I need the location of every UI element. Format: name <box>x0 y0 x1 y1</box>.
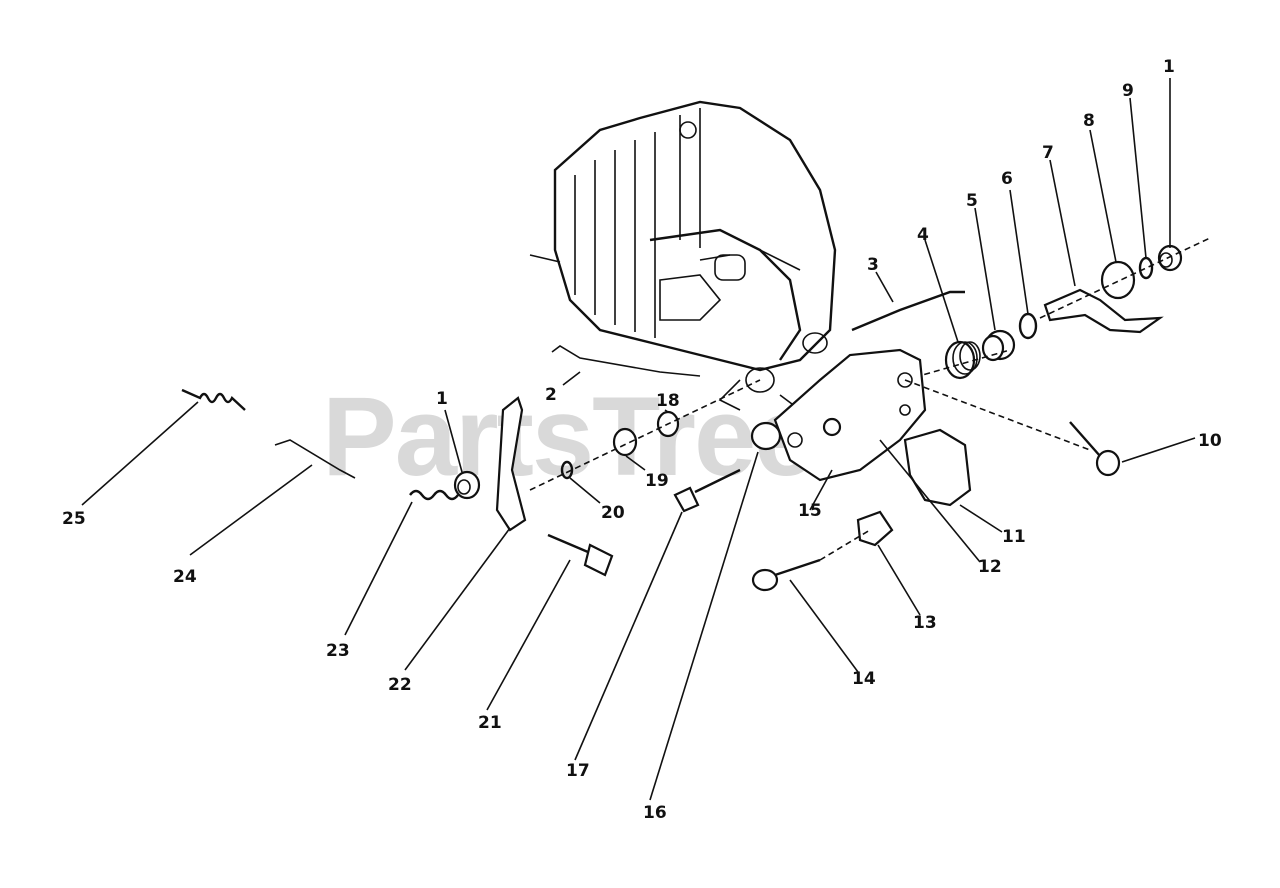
callout-21: 21 <box>478 713 502 733</box>
part-17-bolt <box>673 468 741 513</box>
leader-lines <box>81 78 1196 801</box>
callout-2: 2 <box>545 385 557 405</box>
part-13-clip <box>856 510 894 547</box>
callout-13: 13 <box>913 613 937 633</box>
part-4-spring <box>944 340 981 380</box>
part-22-governor-arm <box>495 396 527 532</box>
part-10-bolt <box>1069 421 1121 477</box>
callout-17: 17 <box>566 761 590 781</box>
part-3-rod <box>851 290 965 332</box>
callout-10: 10 <box>1198 431 1222 451</box>
part-5-bushing <box>981 329 1016 362</box>
callout-22: 22 <box>388 675 412 695</box>
part-1-nut-left <box>453 470 481 500</box>
callout-24: 24 <box>173 567 197 587</box>
callout-14: 14 <box>852 669 876 689</box>
part-7-lever <box>1043 288 1164 334</box>
callout-25: 25 <box>62 509 86 529</box>
callout-7: 7 <box>1042 143 1054 163</box>
callout-1-top: 1 <box>1163 57 1175 77</box>
callout-19: 19 <box>645 471 669 491</box>
callout-16: 16 <box>643 803 667 823</box>
callout-4: 4 <box>917 225 929 245</box>
part-6-ring <box>1018 312 1038 340</box>
callout-3: 3 <box>867 255 879 275</box>
part-15-bracket <box>773 348 927 482</box>
callout-5: 5 <box>966 191 978 211</box>
part-16-washer <box>750 421 782 451</box>
callout-11: 11 <box>1002 527 1026 547</box>
callout-9: 9 <box>1122 81 1134 101</box>
engine-block <box>529 100 837 411</box>
part-20-ring <box>560 460 574 480</box>
callout-15: 15 <box>798 501 822 521</box>
part-24-rod <box>274 439 356 479</box>
part-14-screw <box>751 558 821 592</box>
part-23-spring <box>409 489 459 501</box>
callout-20: 20 <box>601 503 625 523</box>
callout-6: 6 <box>1001 169 1013 189</box>
part-19-washer <box>612 427 638 457</box>
callout-23: 23 <box>326 641 350 661</box>
part-8-washer <box>1100 260 1136 300</box>
part-1-nut-top <box>1157 244 1183 272</box>
part-9-lockwasher <box>1138 256 1154 280</box>
part-2-link <box>551 345 701 377</box>
part-12-spring <box>822 417 842 437</box>
callout-8: 8 <box>1083 111 1095 131</box>
part-11-plate <box>903 428 972 507</box>
callout-12: 12 <box>978 557 1002 577</box>
callout-18-top: 18 <box>656 391 680 411</box>
part-21-bolt <box>547 533 614 577</box>
callout-labels: 1 2 3 4 5 6 7 8 9 1 10 11 12 13 14 15 16… <box>62 57 1222 823</box>
callout-1-left: 1 <box>436 389 448 409</box>
part-25-spring <box>181 388 246 411</box>
